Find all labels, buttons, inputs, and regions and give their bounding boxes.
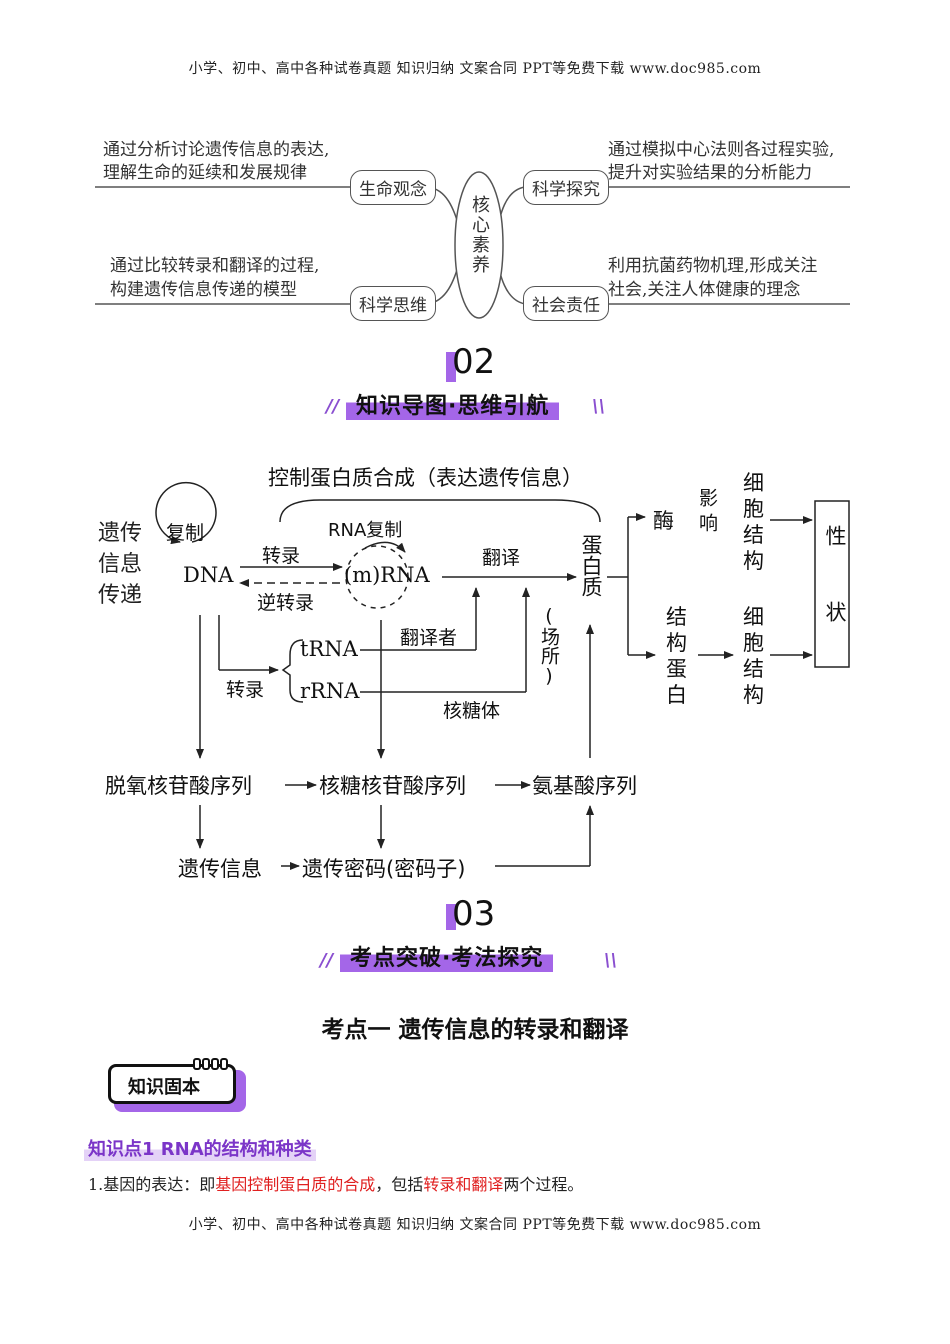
map-rna-replicate: RNA复制 <box>328 520 403 541</box>
para1-text-b: ，包括 <box>375 1175 424 1194</box>
para1-text-a: 1.基因的表达：即 <box>88 1175 216 1194</box>
section-03-title: 考点突破·考法探究 <box>340 940 554 972</box>
map-reverse: 逆转录 <box>257 592 315 614</box>
map-seq-deoxy: 脱氧核苷酸序列 <box>105 774 252 798</box>
map-site: (场所) <box>538 605 560 687</box>
section-02-accent <box>446 352 456 382</box>
section-02-slash-left: // <box>326 396 340 417</box>
core-br-text-2: 社会,关注人体健康的理念 <box>608 280 801 300</box>
para1-highlight-b: 转录和翻译 <box>423 1175 504 1194</box>
section-03-slash-right: \\ <box>604 950 618 971</box>
core-br-box: 社会责任 <box>523 286 609 321</box>
core-tl-text-2: 理解生命的延续和发展规律 <box>103 163 307 183</box>
section-02-slash-right: \\ <box>592 396 606 417</box>
badge-label: 知识固本 <box>128 1077 200 1098</box>
map-protein: 蛋白质 <box>579 534 603 597</box>
core-lines <box>95 171 850 319</box>
core-bl-text-2: 构建遗传信息传递的模型 <box>110 280 297 300</box>
map-transcribe: 转录 <box>262 545 301 567</box>
map-info-genetic: 遗传信息 <box>178 857 262 881</box>
map-mrna: (m)RNA <box>344 563 430 587</box>
map-translate: 翻译 <box>482 547 521 569</box>
section-03-accent <box>446 904 456 930</box>
map-translator: 翻译者 <box>400 627 458 649</box>
map-dna: DNA <box>183 563 234 587</box>
knowledge-point-1-title: 知识点1 RNA的结构和种类 <box>84 1135 316 1161</box>
map-cell-structure-1: 细胞结构 <box>743 471 764 573</box>
core-bl-box: 科学思维 <box>350 286 436 321</box>
section-03-slash-left: // <box>320 950 334 971</box>
page-footer: 小学、初中、高中各种试卷真题 知识归纳 文案合同 PPT等免费下载 www.do… <box>188 1217 762 1233</box>
core-tr-text-2: 提升对实验结果的分析能力 <box>608 163 812 183</box>
map-ribosome: 核糖体 <box>443 700 501 722</box>
map-rrna: rRNA <box>300 679 360 703</box>
map-cell-structure-2: 细胞结构 <box>743 605 764 707</box>
core-tr-text-1: 通过模拟中心法则各过程实验, <box>608 140 835 160</box>
core-ellipse <box>454 171 504 319</box>
core-br-text-1: 利用抗菌药物机理,形成关注 <box>608 256 818 276</box>
core-bl-text-1: 通过比较转录和翻译的过程, <box>110 256 320 276</box>
para1-highlight-a: 基因控制蛋白质的合成 <box>215 1175 376 1194</box>
badge-frame <box>108 1064 236 1104</box>
section-03-number: 03 <box>452 894 496 934</box>
core-center-label: 核心素养 <box>469 195 490 275</box>
core-tl-box: 生命观念 <box>350 170 436 205</box>
map-seq-ribo: 核糖核苷酸序列 <box>319 774 466 798</box>
map-trait: 性状 <box>823 525 847 677</box>
core-tl-text-1: 通过分析讨论遗传信息的表达, <box>103 140 330 160</box>
badge-rings-icon <box>193 1058 228 1070</box>
map-info-codon: 遗传密码(密码子) <box>302 857 466 881</box>
section-02-title: 知识导图·思维引航 <box>346 388 560 420</box>
para1-text-c: 两个过程。 <box>503 1175 584 1194</box>
map-top-label: 控制蛋白质合成（表达遗传信息） <box>268 466 583 490</box>
map-lines <box>155 481 850 870</box>
paragraph-1: 1.基因的表达：即基因控制蛋白质的合成，包括转录和翻译两个过程。 <box>88 1171 583 1195</box>
map-influence: 影响 <box>696 488 718 538</box>
map-transcribe-2: 转录 <box>226 679 265 701</box>
page-header: 小学、初中、高中各种试卷真题 知识归纳 文案合同 PPT等免费下载 www.do… <box>188 61 762 77</box>
map-trna: tRNA <box>300 637 358 661</box>
map-enzyme: 酶 <box>653 509 674 533</box>
section-02-number: 02 <box>452 342 496 382</box>
kaodian-title: 考点一 遗传信息的转录和翻译 <box>321 1017 629 1043</box>
map-structural-protein: 结构蛋白 <box>666 605 687 707</box>
core-tr-box: 科学探究 <box>523 170 609 205</box>
map-left-label: 遗传信息传递 <box>98 521 143 608</box>
map-replicate: 复制 <box>166 522 205 544</box>
map-seq-amino: 氨基酸序列 <box>532 774 637 798</box>
